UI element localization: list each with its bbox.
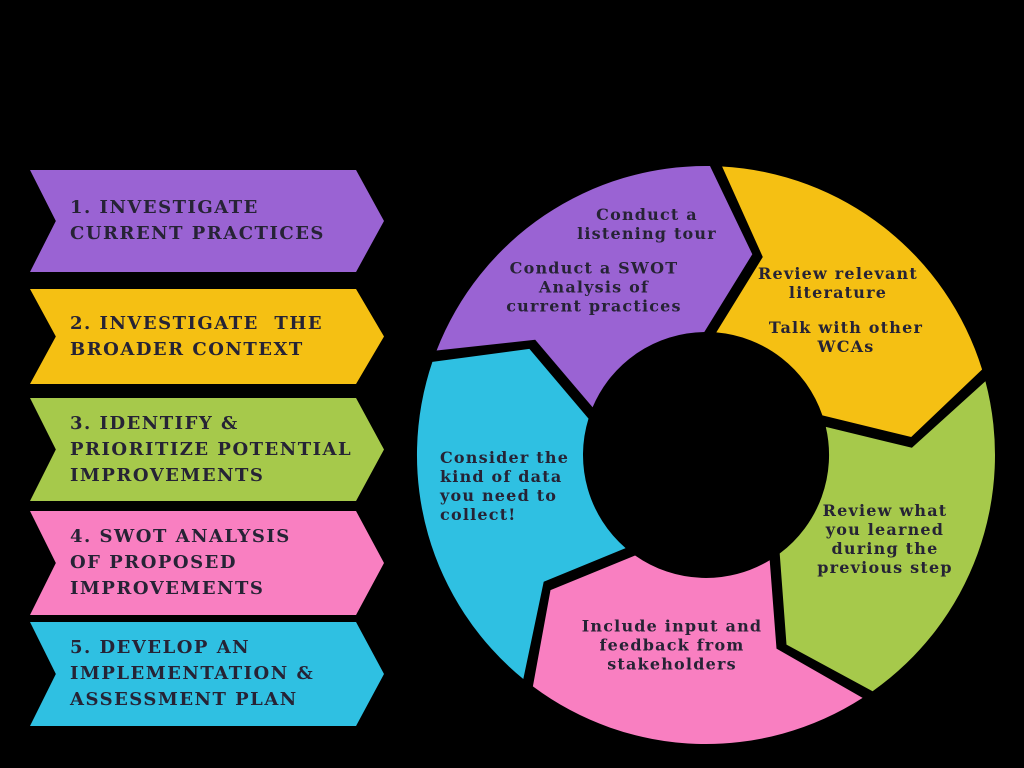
cycle-label-swot-analysis: Conduct a SWOT Analysis of current pract… [506,258,682,316]
cycle-segment-step3-green [779,381,995,692]
cycle-segment-step1-purple [436,165,753,408]
banner-step-3-label: 3. IDENTIFY & PRIORITIZE POTENTIAL IMPRO… [70,412,353,486]
cycle-label-consider-data: Consider the kind of data you need to co… [440,448,570,524]
cycle-segment-step2-yellow [716,166,983,437]
cycle-label-listening-tour: Conduct a listening tour [577,205,717,243]
banner-step-2-label: 2. INVESTIGATE THE BROADER CONTEXT [70,312,324,360]
banner-step-4: 4. SWOT ANALYSIS OF PROPOSED IMPROVEMENT… [30,511,384,615]
cycle-label-stakeholder-input: Include input and feedback from stakehol… [581,616,763,674]
banner-step-1-label: 1. INVESTIGATE CURRENT PRACTICES [70,197,325,244]
banner-step-3: 3. IDENTIFY & PRIORITIZE POTENTIAL IMPRO… [30,398,384,501]
banner-step-5-label: 5. DEVELOP AN IMPLEMENTATION & ASSESSMEN… [70,637,315,710]
cycle-segment-step5-blue [416,348,626,679]
banner-step-4-label: 4. SWOT ANALYSIS OF PROPOSED IMPROVEMENT… [70,526,291,599]
banner-step-5: 5. DEVELOP AN IMPLEMENTATION & ASSESSMEN… [30,622,384,726]
banner-step-2: 2. INVESTIGATE THE BROADER CONTEXT [30,289,384,384]
cycle-segment-step4-pink [532,555,863,744]
cycle-label-review-learned: Review what you learned during the previ… [817,501,953,577]
cycle-segments-group [416,165,995,744]
cycle-label-talk-with-wcas: Talk with other WCAs [768,318,924,356]
banner-step-1: 1. INVESTIGATE CURRENT PRACTICES [30,170,384,272]
cycle-label-review-literature: Review relevant literature [758,264,918,302]
